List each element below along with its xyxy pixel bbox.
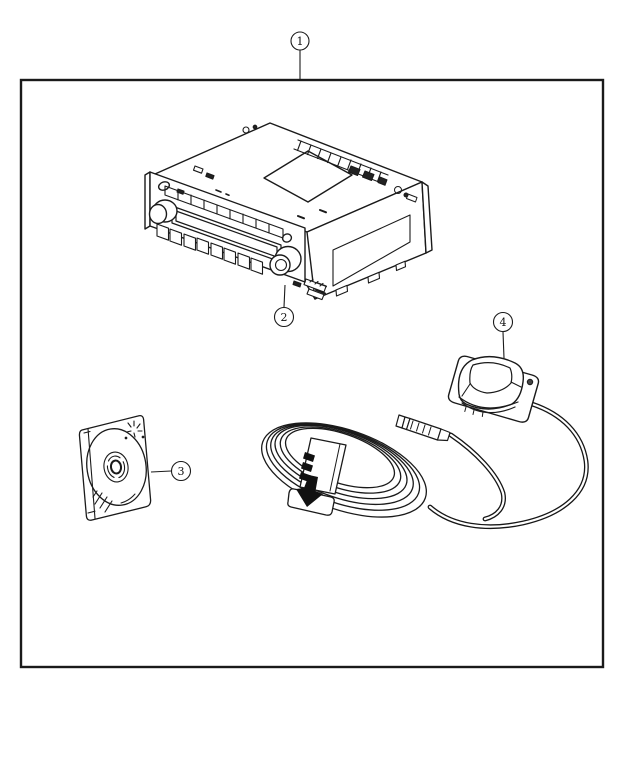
kit-boundary-box — [19, 78, 605, 669]
faceplate-screw-hole — [157, 181, 171, 191]
antenna-screw-hole — [526, 378, 534, 386]
faceplate-screw-hole-right — [281, 233, 293, 243]
routing-arrow-icon — [296, 475, 323, 507]
callout-3-circle — [170, 460, 192, 482]
radio-head-unit-illustration — [144, 122, 433, 301]
software-disc-illustration — [78, 415, 152, 521]
tuning-knob — [269, 233, 302, 288]
disc — [86, 428, 147, 506]
antenna-cable-loop — [427, 401, 589, 530]
radio-faceplate-edge — [144, 171, 151, 230]
callout-4-circle — [492, 311, 514, 333]
callout-2-leader-line — [283, 284, 286, 308]
radio-lower-button-row — [156, 223, 264, 275]
radio-side-details — [303, 214, 411, 301]
disc-inner-arc — [120, 493, 136, 504]
gps-antenna-dome — [457, 355, 525, 410]
gps-antenna-illustration — [447, 355, 540, 423]
callout-4-number: 4 — [500, 316, 507, 329]
gps-antenna-dome-rim — [458, 396, 519, 414]
callout-3-number: 3 — [178, 465, 185, 478]
callout-2-marker: 2 — [273, 284, 295, 328]
volume-knob — [148, 181, 178, 225]
gps-antenna-dome-top — [469, 362, 513, 394]
radio-top-label — [263, 150, 353, 203]
callout-3-leader-line — [150, 470, 172, 473]
callout-2-circle — [273, 306, 295, 328]
callout-1-marker: 1 — [290, 31, 310, 80]
antenna-cable-assembly — [260, 355, 589, 530]
callout-4-leader-line — [502, 331, 505, 359]
radio-faceplate — [149, 171, 306, 283]
cable-connector — [395, 414, 451, 442]
callout-4-marker: 4 — [492, 311, 514, 359]
callout-3-marker: 3 — [150, 460, 192, 482]
connector-cable — [448, 432, 506, 522]
radio-chassis-endcap — [421, 181, 433, 254]
disc-case-spine — [83, 427, 96, 520]
disc-shine-marks — [92, 420, 145, 513]
callout-2-number: 2 — [281, 311, 288, 324]
callout-1-circle — [290, 31, 310, 51]
radio-rear-connectors — [348, 165, 418, 203]
disc-hub — [103, 451, 129, 483]
callout-1-number: 1 — [297, 35, 304, 48]
